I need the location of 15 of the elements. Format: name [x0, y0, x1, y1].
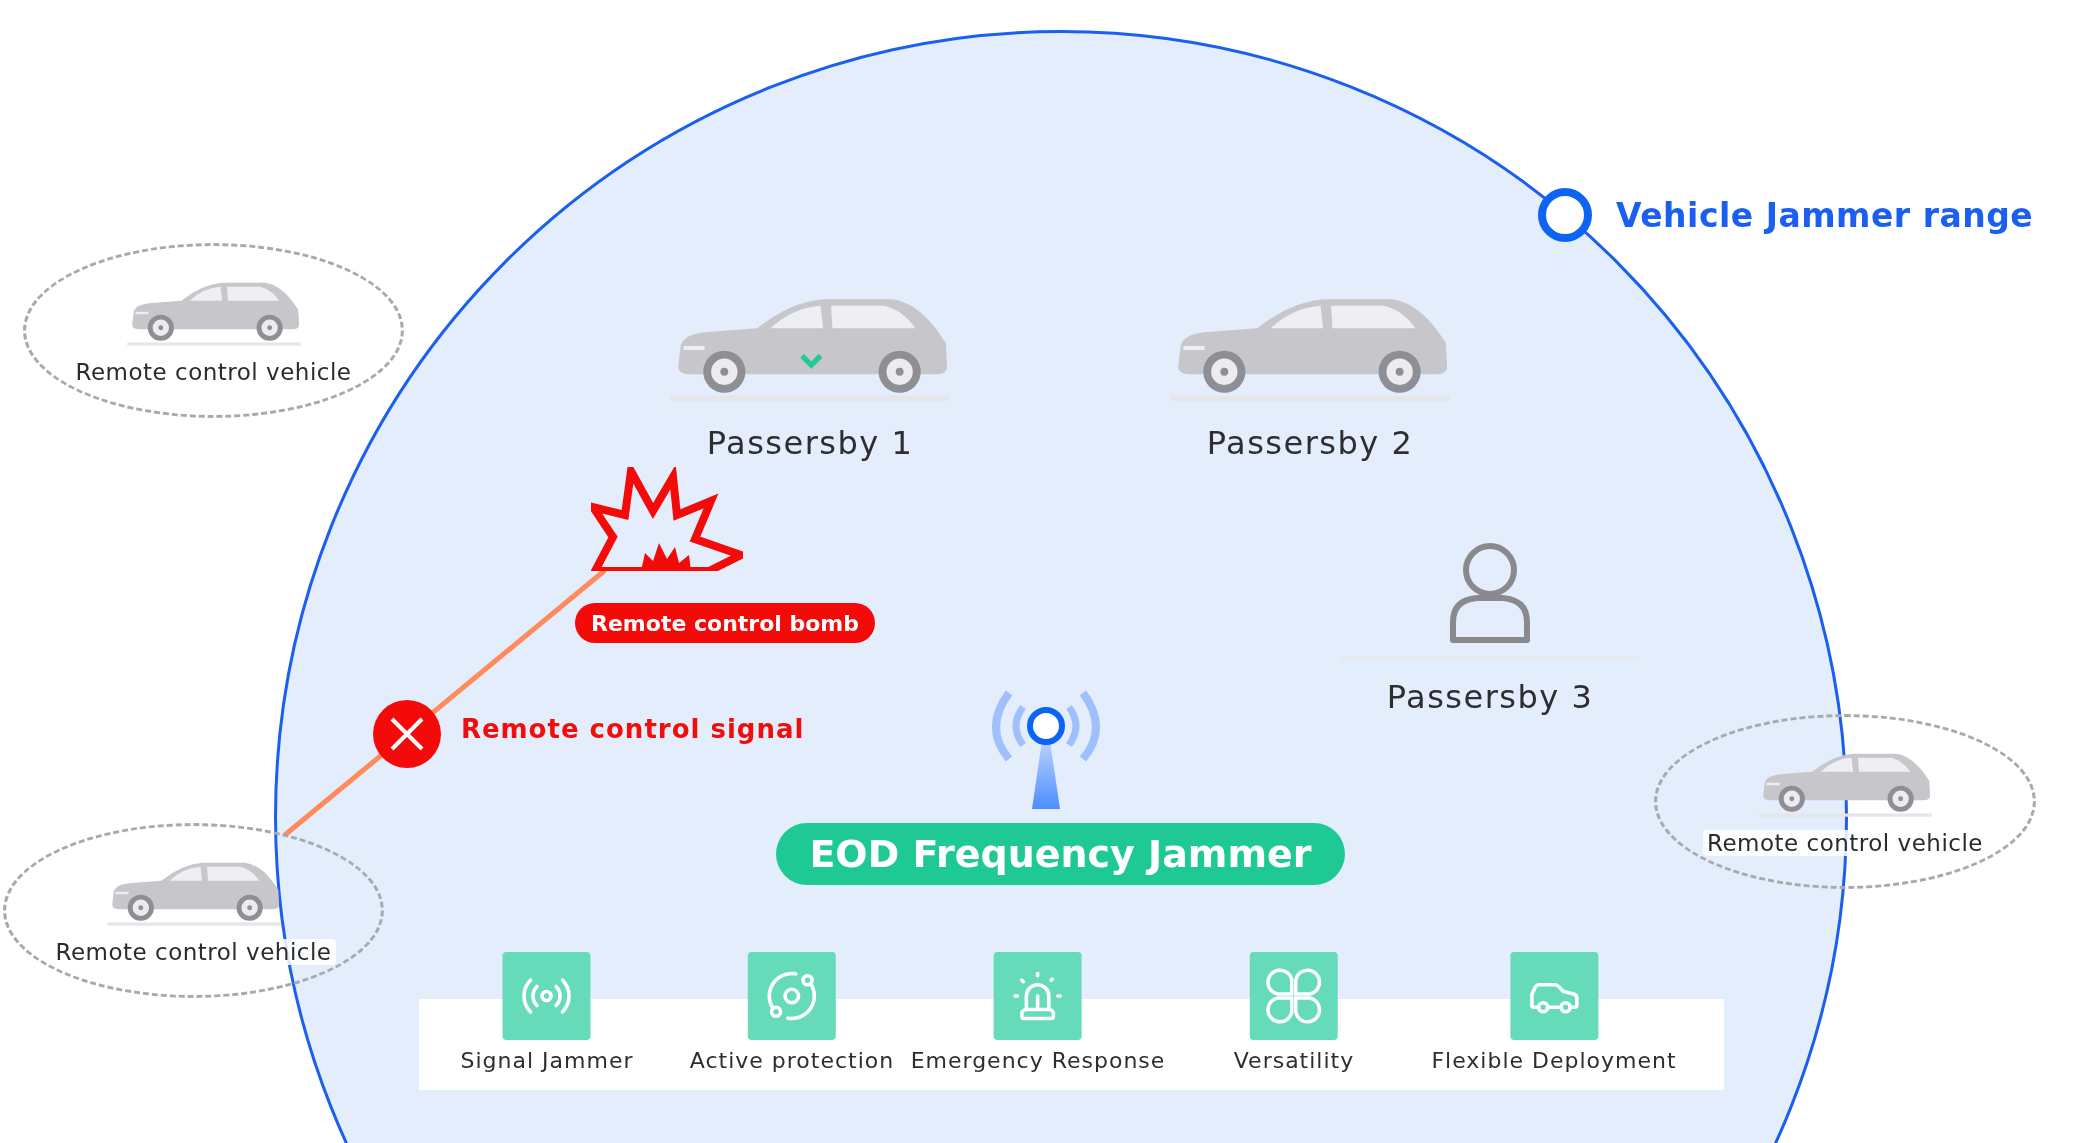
passerby-label: Passersby 2	[1206, 424, 1414, 462]
feature-label: Active protection	[689, 1048, 895, 1073]
explosion-drawing	[591, 467, 743, 571]
passerby-label: Passersby 1	[706, 424, 914, 462]
vehicle-ellipse	[23, 243, 404, 418]
bomb-pill: Remote control bomb	[575, 603, 875, 643]
vehicle-ellipse	[3, 823, 384, 998]
feature-label: Signal Jammer	[460, 1048, 634, 1073]
legend-label: Vehicle Jammer range	[1616, 195, 2034, 235]
passerby-label: Passersby 3	[1386, 678, 1594, 716]
vehicle-ellipse	[1654, 714, 2036, 889]
feature-label: Emergency Response	[910, 1048, 1166, 1073]
feature-label: Versatility	[1233, 1048, 1355, 1073]
feature-label: Flexible Deployment	[1431, 1048, 1677, 1073]
jammer-pill: EOD Frequency Jammer	[776, 823, 1345, 885]
